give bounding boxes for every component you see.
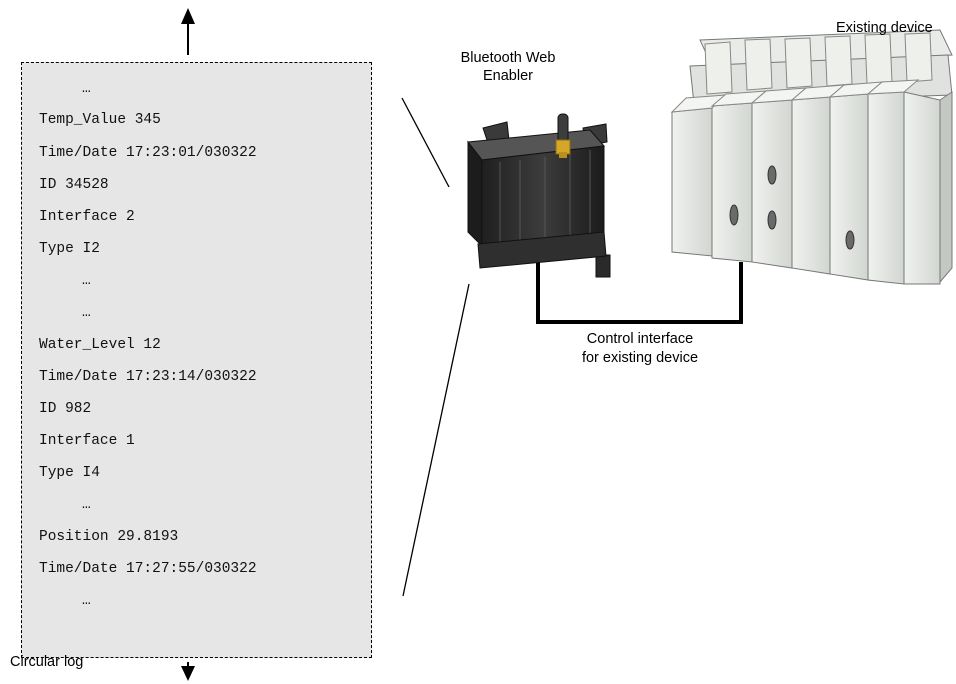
zoom-line-top [401, 97, 450, 188]
log-line: Type I4 [39, 465, 100, 481]
log-line: ID 34528 [39, 177, 109, 193]
log-line: Time/Date 17:27:55/030322 [39, 561, 257, 577]
log-line: … [82, 273, 91, 289]
log-line: Position 29.8193 [39, 529, 179, 545]
log-line: … [82, 593, 91, 609]
log-line: … [82, 81, 91, 97]
log-line: … [82, 305, 91, 321]
enabler-label-line1: Bluetooth Web [460, 50, 556, 66]
down-arrow-icon [181, 662, 195, 681]
log-line: Type I2 [39, 241, 100, 257]
control-interface-label-line1: Control interface [586, 331, 694, 347]
enabler-label-line2: Enabler [483, 68, 533, 84]
log-line: ID 982 [39, 401, 92, 417]
up-arrow-icon [181, 8, 195, 55]
log-line: Time/Date 17:23:14/030322 [39, 369, 257, 385]
control-cable [536, 255, 743, 324]
log-line: Water_Level 12 [39, 337, 161, 353]
log-line: Temp_Value 345 [39, 112, 161, 128]
log-line: Interface 2 [39, 209, 135, 225]
zoom-line-bottom [402, 283, 470, 597]
existing-device-icon [670, 29, 953, 285]
log-line: … [82, 497, 91, 513]
bluetooth-web-enabler-icon [467, 113, 611, 278]
control-interface-label-line2: for existing device [581, 350, 699, 366]
existing-device-label: Existing device [836, 20, 933, 36]
circular-log-label: Circular log [10, 654, 84, 670]
log-line: Time/Date 17:23:01/030322 [39, 145, 257, 161]
log-line: Interface 1 [39, 433, 135, 449]
circular-log-box: … Temp_Value 345 Time/Date 17:23:01/0303… [21, 62, 372, 658]
